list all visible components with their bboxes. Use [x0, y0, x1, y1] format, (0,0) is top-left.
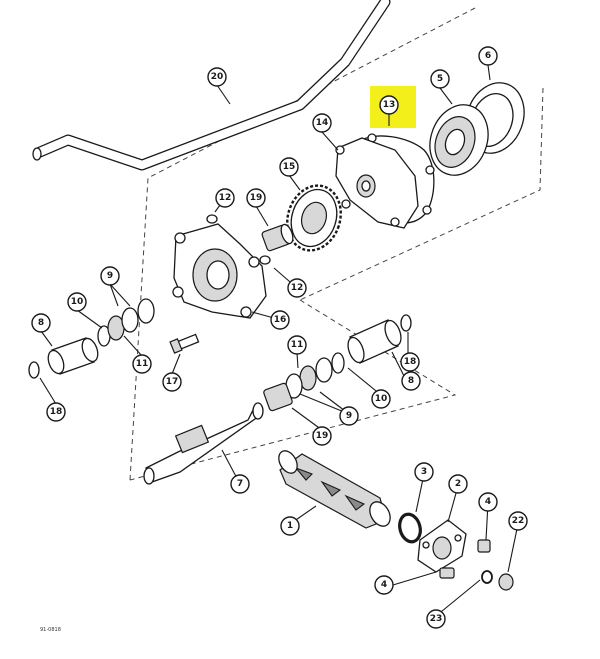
callout-label: 22: [512, 516, 525, 526]
part-left-sleeve-stack: [28, 298, 155, 379]
callout-label: 3: [421, 467, 427, 477]
callout-15: 15: [279, 157, 299, 177]
callout-label: 18: [404, 357, 417, 367]
callout-18: 18: [46, 402, 66, 422]
callout-20: 20: [207, 67, 227, 87]
callout-4: 4: [478, 492, 498, 512]
callout-label: 11: [136, 359, 149, 369]
callout-6: 6: [478, 46, 498, 66]
callout-label: 9: [107, 271, 113, 281]
callout-12: 12: [287, 278, 307, 298]
callout-17: 17: [162, 372, 182, 392]
callout-label: 8: [408, 376, 414, 386]
callout-23: 23: [426, 609, 446, 629]
callout-18: 18: [400, 352, 420, 372]
part-rotor-gear: [429, 104, 489, 176]
callout-14: 14: [312, 113, 332, 133]
callout-label: 10: [71, 297, 84, 307]
callout-label: 4: [485, 497, 491, 507]
callout-label: 17: [166, 377, 179, 387]
callout-label: 23: [430, 614, 443, 624]
callout-label: 11: [291, 340, 304, 350]
callout-19: 19: [246, 188, 266, 208]
callout-2: 2: [448, 474, 468, 494]
callout-13: 13: [379, 95, 399, 115]
callout-label: 20: [211, 72, 224, 82]
callout-16: 16: [270, 310, 290, 330]
callout-10: 10: [67, 292, 87, 312]
callout-label: 14: [316, 118, 329, 128]
callout-11: 11: [132, 354, 152, 374]
part-drive-shaft: [143, 402, 264, 485]
callout-label: 12: [291, 283, 304, 293]
callout-4: 4: [374, 575, 394, 595]
callout-8: 8: [31, 313, 51, 333]
callout-12: 12: [215, 188, 235, 208]
dashed-assembly-boundary: [129, 7, 544, 481]
callout-label: 9: [346, 411, 352, 421]
callout-7: 7: [230, 474, 250, 494]
part-main-housing: [172, 223, 267, 319]
part-tube: [32, 0, 391, 171]
part-bolt: [169, 333, 200, 354]
callout-label: 4: [381, 580, 387, 590]
callout-label: 19: [316, 431, 329, 441]
callout-10: 10: [371, 389, 391, 409]
callout-label: 13: [383, 100, 396, 110]
callout-label: 1: [287, 521, 293, 531]
callout-label: 10: [375, 394, 388, 404]
callout-11: 11: [287, 335, 307, 355]
part-valve-cover: [417, 519, 467, 573]
part-plug-and-washer: [481, 570, 514, 591]
callout-1: 1: [280, 516, 300, 536]
part-screws: [439, 539, 491, 579]
callout-9: 9: [100, 266, 120, 286]
callout-9: 9: [339, 406, 359, 426]
callout-label: 6: [485, 51, 491, 61]
callout-label: 2: [455, 479, 461, 489]
callout-label: 7: [237, 479, 243, 489]
part-pins-and-bearing: [206, 214, 294, 265]
callout-label: 15: [283, 162, 296, 172]
part-o-ring: [398, 512, 422, 544]
figure-code: 91-0818: [40, 627, 61, 633]
callout-label: 18: [50, 407, 63, 417]
callout-label: 8: [38, 318, 44, 328]
callout-label: 16: [274, 315, 287, 325]
callout-label: 5: [437, 74, 443, 84]
callout-label: 12: [219, 193, 232, 203]
part-housing-plate: [335, 137, 419, 229]
callout-19: 19: [312, 426, 332, 446]
callout-8: 8: [401, 371, 421, 391]
callout-label: 19: [250, 193, 263, 203]
part-filter-sleeve: [278, 450, 391, 529]
callout-5: 5: [430, 69, 450, 89]
part-right-sleeve-stack: [263, 314, 412, 412]
callout-22: 22: [508, 511, 528, 531]
callout-3: 3: [414, 462, 434, 482]
part-gear-ring: [286, 184, 342, 252]
